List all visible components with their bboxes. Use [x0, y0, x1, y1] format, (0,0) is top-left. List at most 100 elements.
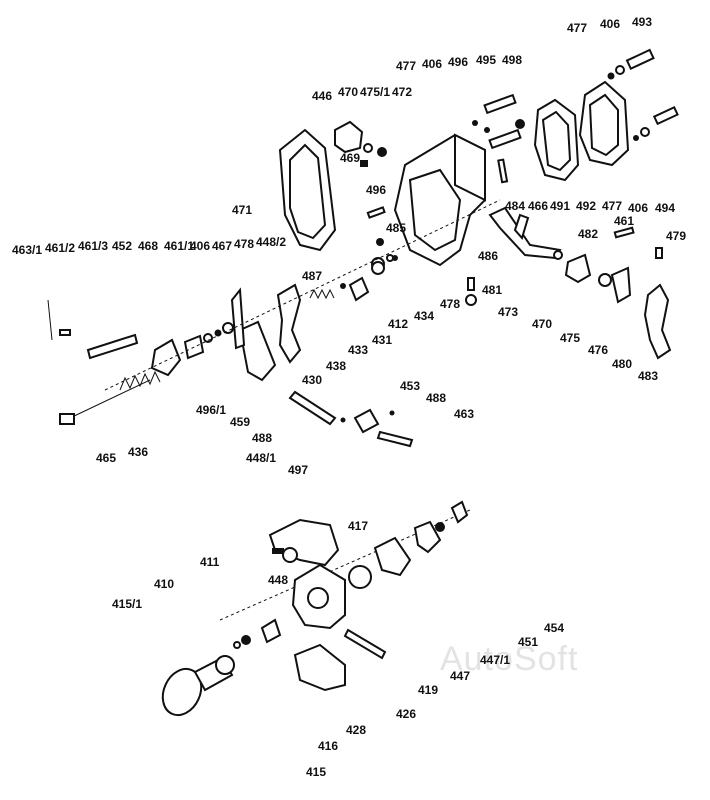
label-452: 452 [112, 239, 133, 253]
label-428: 428 [346, 723, 367, 737]
label-496: 496 [448, 55, 469, 69]
parts-485-486-481 [371, 254, 477, 306]
label-461-2: 461/2 [45, 241, 76, 255]
label-494: 494 [655, 201, 676, 215]
label-470b: 470 [532, 317, 553, 331]
label-426: 426 [396, 707, 417, 721]
label-406c: 406 [628, 201, 649, 215]
label-417: 417 [348, 519, 369, 533]
lever-459 [230, 287, 277, 382]
watermark: AutoSoft [440, 640, 579, 678]
label-468: 468 [138, 239, 159, 253]
screws-center [366, 158, 509, 246]
cover-plate-right [533, 80, 630, 182]
label-415: 415 [306, 765, 327, 779]
label-447: 447 [450, 669, 471, 683]
label-471: 471 [232, 203, 253, 217]
label-430: 430 [302, 373, 323, 387]
parts-470-475-476-480 [553, 226, 672, 360]
label-487: 487 [302, 269, 323, 283]
label-436: 436 [128, 445, 149, 459]
label-412: 412 [388, 317, 409, 331]
label-459: 459 [230, 415, 251, 429]
label-419: 419 [418, 683, 439, 697]
label-484: 484 [505, 199, 526, 213]
label-498: 498 [502, 53, 523, 67]
label-492: 492 [576, 199, 597, 213]
label-493: 493 [632, 15, 653, 29]
bearings-447 [348, 500, 469, 589]
spring-436 [59, 370, 161, 425]
label-466: 466 [528, 199, 549, 213]
label-446: 446 [312, 89, 333, 103]
label-473: 473 [498, 305, 519, 319]
label-478: 478 [234, 237, 255, 251]
label-495: 495 [476, 53, 497, 67]
label-479: 479 [666, 229, 687, 243]
label-434: 434 [414, 309, 435, 323]
label-497: 497 [288, 463, 309, 477]
label-461-3: 461/3 [78, 239, 109, 253]
cap-446 [334, 120, 387, 167]
label-476: 476 [588, 343, 609, 357]
label-477c: 477 [602, 199, 623, 213]
gasket-471 [278, 128, 337, 252]
label-496b: 496 [366, 183, 387, 197]
label-478b: 478 [440, 297, 461, 311]
label-406d: 406 [190, 239, 211, 253]
label-488b: 488 [252, 431, 273, 445]
label-477: 477 [567, 21, 588, 35]
pins-448-453 [288, 390, 414, 448]
label-453: 453 [400, 379, 421, 393]
label-461: 461 [614, 214, 635, 228]
label-475-1: 475/1 [360, 85, 391, 99]
label-416: 416 [318, 739, 339, 753]
valve-452 [150, 322, 234, 377]
label-486: 486 [478, 249, 499, 263]
label-431: 431 [372, 333, 393, 347]
label-406: 406 [600, 17, 621, 31]
label-438: 438 [326, 359, 347, 373]
label-469: 469 [340, 151, 361, 165]
label-491: 491 [550, 199, 571, 213]
lever-473 [488, 206, 562, 260]
label-448-1: 448/1 [246, 451, 277, 465]
label-467: 467 [212, 239, 233, 253]
label-485: 485 [386, 221, 407, 235]
label-480: 480 [612, 357, 633, 371]
label-482: 482 [578, 227, 599, 241]
label-448: 448 [268, 573, 289, 587]
label-463: 463 [454, 407, 475, 421]
label-488: 488 [426, 391, 447, 405]
label-406b: 406 [422, 57, 443, 71]
label-465: 465 [96, 451, 117, 465]
label-472: 472 [392, 85, 413, 99]
label-475: 475 [560, 331, 581, 345]
housing-417 [268, 518, 346, 630]
rod-461-3 [47, 299, 139, 360]
label-447-1: 447/1 [480, 653, 511, 667]
label-454: 454 [544, 621, 565, 635]
bolt-493 [607, 48, 655, 80]
label-411: 411 [200, 555, 220, 569]
label-461-1: 461/1 [164, 239, 195, 253]
main-housing-472 [393, 133, 486, 267]
spring-stack-431 [309, 255, 398, 302]
label-477b: 477 [396, 59, 417, 73]
label-433: 433 [348, 343, 369, 357]
label-496-1: 496/1 [196, 403, 227, 417]
bolt-495 [472, 93, 679, 150]
label-481: 481 [482, 283, 503, 297]
label-483: 483 [638, 369, 659, 383]
label-415-1: 415/1 [112, 597, 143, 611]
parts-410-411-426-428 [233, 618, 387, 692]
label-451: 451 [518, 635, 539, 649]
label-410: 410 [154, 577, 175, 591]
flange-415 [161, 655, 235, 717]
bracket-487 [276, 283, 302, 364]
label-470: 470 [338, 85, 359, 99]
label-448-2: 448/2 [256, 235, 287, 249]
label-463-1: 463/1 [12, 243, 43, 257]
